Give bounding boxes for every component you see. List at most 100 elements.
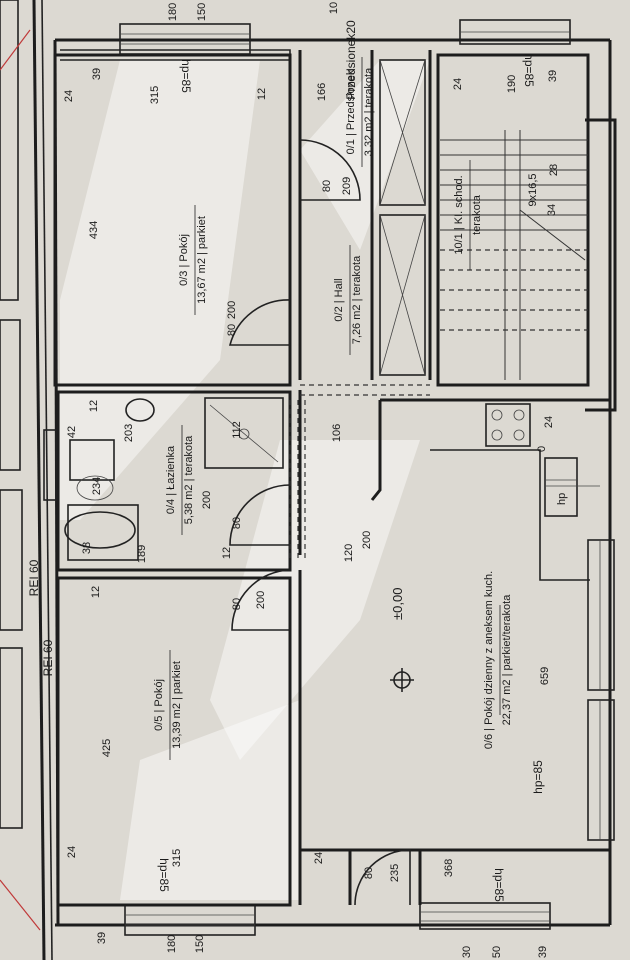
- annotation-label: hp=85: [522, 53, 536, 87]
- dimension-label: 80: [321, 180, 333, 192]
- dimension-label: 235: [389, 864, 401, 882]
- annotation-label: REI 60: [27, 559, 41, 596]
- dimension-label: 80: [226, 324, 238, 336]
- dimension-label: 24: [543, 416, 555, 428]
- dimension-label: 166: [316, 83, 328, 101]
- dimension-label: 24: [313, 852, 325, 864]
- window-right: [587, 539, 615, 841]
- dimension-label: 24: [63, 90, 75, 102]
- dimension-label: 39: [537, 946, 549, 958]
- dimension-label: 80: [363, 867, 375, 879]
- dimension-label: 38: [81, 542, 93, 554]
- dimension-label: 28: [548, 164, 560, 176]
- dimension-label: 150: [196, 3, 208, 21]
- room-label-r11: 10/1 | KI. schod. terakota: [453, 160, 483, 270]
- cooktop-label: 0: [536, 446, 548, 452]
- dashed-lines: [289, 249, 588, 560]
- dimension-label: 434: [88, 221, 100, 239]
- dimension-label: 659: [539, 667, 551, 685]
- dimension-label: 200: [226, 301, 238, 319]
- dimension-label: 34: [546, 204, 558, 216]
- room-number-name: 0/6 | Pokój dzienny z aneksem kuch.: [483, 571, 495, 749]
- dimension-label: 190: [506, 75, 518, 93]
- dimension-label: 315: [171, 849, 183, 867]
- dimension-label: 39: [547, 70, 559, 82]
- dimension-label: 80: [231, 598, 243, 610]
- annotation-label: hp=85: [531, 760, 545, 794]
- dimension-label: 42: [66, 426, 78, 438]
- room-area-floor: 3,32 m2 | terakota: [363, 67, 375, 156]
- room-number-name: 0/5 | Pokój: [153, 679, 165, 731]
- dimension-label: 203: [123, 424, 135, 442]
- dimension-label: 112: [231, 421, 243, 439]
- dimension-label: 209: [341, 177, 353, 195]
- room-label-r02: 0/2 | Hall 7,26 m2 | terakota: [333, 245, 363, 355]
- room-area-floor: 22,37 m2 | parkiet/terakota: [501, 594, 513, 726]
- dimension-label: 425: [101, 739, 113, 757]
- room-number-name: 0/3 | Pokój: [178, 234, 190, 286]
- room-area-floor: 7,26 m2 | terakota: [351, 255, 363, 344]
- dimension-label: 200: [361, 531, 373, 549]
- light-patch: [120, 700, 300, 900]
- dimension-label: 106: [331, 424, 343, 442]
- room-number-name: 10/1 | KI. schod.: [453, 175, 465, 254]
- dimension-label: 24: [66, 846, 78, 858]
- room-area-floor: terakota: [471, 194, 483, 235]
- stair-steps: [440, 130, 588, 380]
- level-label: ±0,00: [390, 588, 405, 620]
- dimension-label: 39: [96, 932, 108, 944]
- room-area-floor: 13,67 m2 | parkiet: [196, 216, 208, 304]
- neighbor-walls: [0, 0, 53, 960]
- window-top-right: [459, 19, 571, 45]
- annotation-label: hp=85: [157, 858, 171, 892]
- level-marker-icon: [390, 668, 414, 692]
- room-number-name: 0/2 | Hall: [333, 278, 345, 321]
- dimension-label: 12: [88, 400, 100, 412]
- room-area-floor: 5,38 m2 | terakota: [183, 435, 195, 524]
- room-number-name: 0/4 | Łazienka: [165, 445, 177, 514]
- light-patch: [210, 440, 420, 760]
- dimension-label: 50: [491, 946, 503, 958]
- room-label-r04: 0/4 | Łazienka 5,38 m2 | terakota: [165, 425, 195, 535]
- light-patch: [300, 60, 430, 250]
- dimension-label: 234: [91, 477, 103, 495]
- dimension-label: 39: [91, 68, 103, 80]
- dimension-label: 30: [461, 946, 473, 958]
- light-patch: [60, 60, 260, 520]
- room-area-floor: 13,39 m2 | parkiet: [171, 661, 183, 749]
- dimension-label: 200: [255, 591, 267, 609]
- room-label-r03: 0/3 | Pokój 13,67 m2 | parkiet: [178, 205, 208, 315]
- room-label-r01: 0/1 | Przedsionek 3,32 m2 | terakota: [345, 57, 375, 167]
- dimension-label: 9x16,5: [527, 173, 539, 206]
- annotation-label: hp=85: [179, 59, 193, 93]
- window-bottom-right: [419, 902, 551, 930]
- annotation-label: hp=85: [492, 868, 506, 902]
- doors: [228, 139, 411, 906]
- dimension-label: 315: [149, 86, 161, 104]
- dimension-label: 200: [201, 491, 213, 509]
- dimension-label: 120: [343, 544, 355, 562]
- annotation-label: REI 60: [41, 639, 55, 676]
- annotation-label: Przedsionek20: [344, 20, 358, 100]
- room-label-r06: 0/6 | Pokój dzienny z aneksem kuch. 22,37…: [483, 571, 513, 749]
- dimension-label: 189: [136, 545, 148, 563]
- dimension-label: 10: [328, 2, 340, 14]
- dimension-label: 80: [231, 517, 243, 529]
- dimension-label: 150: [194, 935, 206, 953]
- dimension-label: 180: [167, 3, 179, 21]
- interior-walls: [53, 50, 617, 907]
- dimension-label: 368: [443, 859, 455, 877]
- dimension-label: 24: [452, 78, 464, 90]
- room-number-name: 0/1 | Przedsionek: [345, 69, 357, 154]
- dimension-label: 12: [90, 586, 102, 598]
- dimension-label: 12: [256, 88, 268, 100]
- bathroom-fixtures: [43, 397, 284, 561]
- room-label-r05: 0/5 | Pokój 13,39 m2 | parkiet: [153, 650, 183, 760]
- room-labels: 0/5 | Pokój 13,39 m2 | parkiet 0/3 | Pokój…: [153, 57, 513, 760]
- dimension-labels: 425 434 659 315 315 368 190 166 203 234 189 106 200 8…: [63, 2, 560, 958]
- dimension-label: 12: [221, 547, 233, 559]
- dimension-label: 180: [166, 935, 178, 953]
